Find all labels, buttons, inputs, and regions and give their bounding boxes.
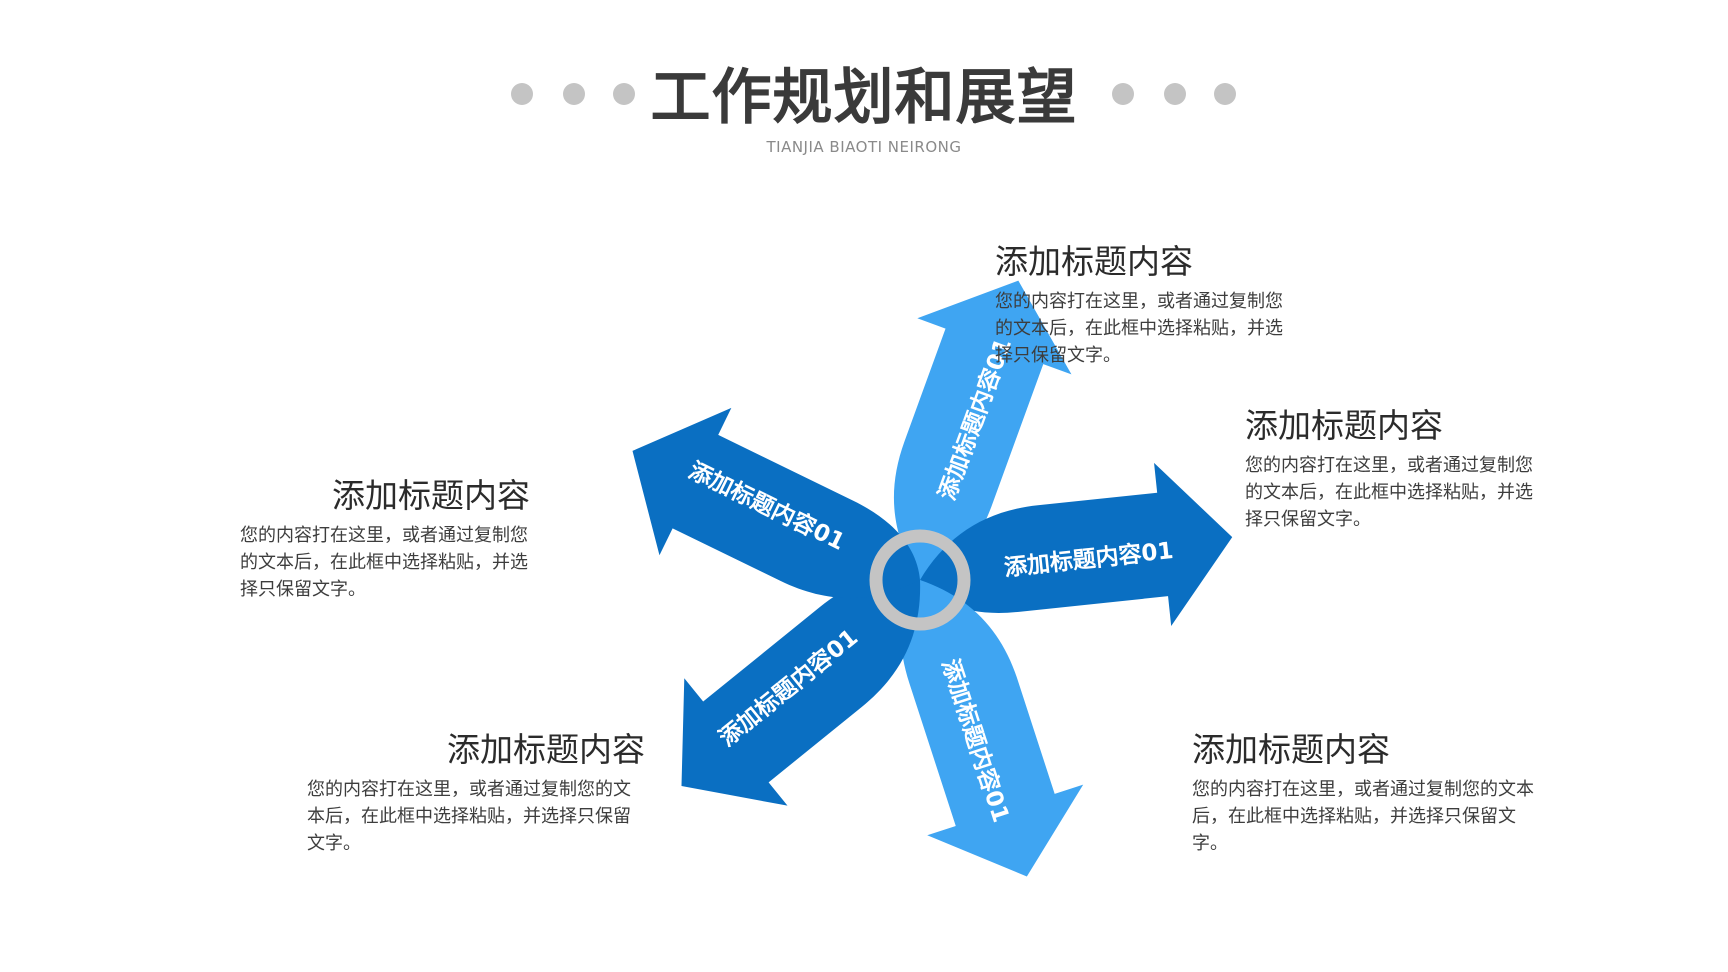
block-body: 您的内容打在这里，或者通过复制您的文本后，在此框中选择粘贴，并选择只保留文字。	[1192, 779, 1534, 854]
arrow-4-shape	[681, 575, 921, 806]
block-body: 您的内容打在这里，或者通过复制您的文本后，在此框中选择粘贴，并选择只保留文字。	[307, 779, 631, 854]
text-block-bottom-right: 添加标题内容 您的内容打在这里，或者通过复制您的文本后，在此框中选择粘贴，并选择…	[1192, 728, 1550, 857]
decor-dot-right-2	[1164, 83, 1186, 105]
decor-dot-left-1	[511, 83, 533, 105]
block-body: 您的内容打在这里，或者通过复制您的文本后，在此框中选择粘贴，并选择只保留文字。	[1245, 455, 1533, 530]
block-title: 添加标题内容	[447, 730, 645, 769]
text-block-bottom-left: 添加标题内容 您的内容打在这里，或者通过复制您的文本后，在此框中选择粘贴，并选择…	[307, 728, 645, 857]
arrow-2-shape	[920, 462, 1233, 626]
center-ring	[869, 529, 971, 631]
text-block-right: 添加标题内容 您的内容打在这里，或者通过复制您的文本后，在此框中选择粘贴，并选择…	[1245, 404, 1535, 533]
page-title: 工作规划和展望	[650, 63, 1078, 133]
arrow-5-shape	[632, 407, 920, 599]
arrow-3: 添加标题内容01	[900, 580, 1084, 877]
block-body: 您的内容打在这里，或者通过复制您的文本后，在此框中选择粘贴，并选择只保留文字。	[995, 291, 1283, 366]
arrow-1-shape	[893, 280, 1072, 580]
arrow-2: 添加标题内容01	[920, 462, 1233, 626]
page-subtitle: TIANJIA BIAOTI NEIRONG	[766, 138, 962, 156]
block-title: 添加标题内容	[332, 476, 530, 515]
arrow-3-shape	[900, 580, 1084, 877]
decor-dot-left-2	[563, 83, 585, 105]
block-body: 您的内容打在这里，或者通过复制您的文本后，在此框中选择粘贴，并选择只保留文字。	[240, 525, 528, 600]
decor-dot-right-1	[1112, 83, 1134, 105]
block-title: 添加标题内容	[1245, 406, 1443, 445]
block-title: 添加标题内容	[995, 242, 1193, 281]
block-title: 添加标题内容	[1192, 730, 1390, 769]
decor-dot-right-3	[1214, 83, 1236, 105]
text-block-top-right: 添加标题内容 您的内容打在这里，或者通过复制您的文本后，在此框中选择粘贴，并选择…	[995, 240, 1285, 369]
text-block-left: 添加标题内容 您的内容打在这里，或者通过复制您的文本后，在此框中选择粘贴，并选择…	[240, 474, 530, 603]
decor-dot-left-3	[613, 83, 635, 105]
header: 工作规划和展望 TIANJIA BIAOTI NEIRONG	[0, 0, 1728, 170]
